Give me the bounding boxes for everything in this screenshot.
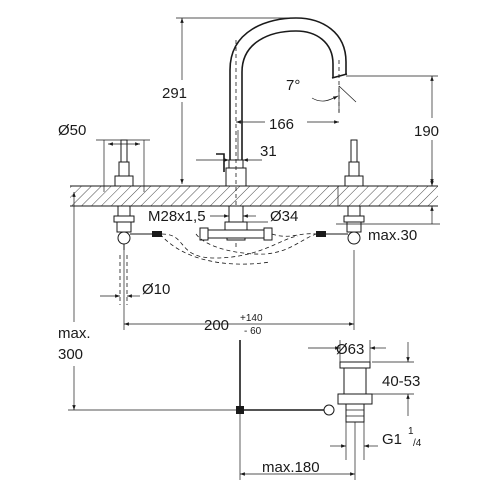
deck-section — [70, 185, 438, 207]
dim-thread: M28x1,5 — [148, 208, 206, 225]
spout-body-under-deck — [199, 205, 273, 241]
dim-centers-tol-minus: - 60 — [244, 326, 262, 337]
dim-hose-diameter: Ø10 — [142, 281, 170, 298]
dim-spout-height: 291 — [162, 85, 187, 102]
dim-centers-tol-plus: +140 — [240, 313, 263, 324]
dim-centers: 200 — [204, 317, 229, 334]
dim-handle-diameter: Ø50 — [58, 122, 86, 139]
dim-spout-reach: 166 — [269, 116, 294, 133]
dimension-lines — [68, 17, 440, 480]
dim-drain-thread-den: /4 — [413, 438, 422, 449]
right-valve — [343, 139, 365, 245]
left-valve — [113, 139, 135, 250]
hoses — [130, 231, 348, 265]
dim-drain-rod: max.180 — [262, 459, 320, 476]
dim-drain-thread-num: 1 — [408, 426, 414, 437]
dim-drain-range: 40-53 — [382, 373, 420, 390]
dim-spout-diameter: Ø34 — [270, 208, 298, 225]
dim-max-height-label: max. — [58, 325, 91, 342]
dim-outlet-height: 190 — [414, 123, 439, 140]
dim-max-deck-thickness: max.30 — [368, 227, 417, 244]
dim-drain-thread: G1 — [382, 431, 402, 448]
dim-spout-angle: 7° — [286, 77, 300, 94]
dim-spout-base-width: 31 — [260, 143, 277, 160]
dim-max-height-value: 300 — [58, 346, 83, 363]
dim-drain-diameter: Ø63 — [336, 341, 364, 358]
